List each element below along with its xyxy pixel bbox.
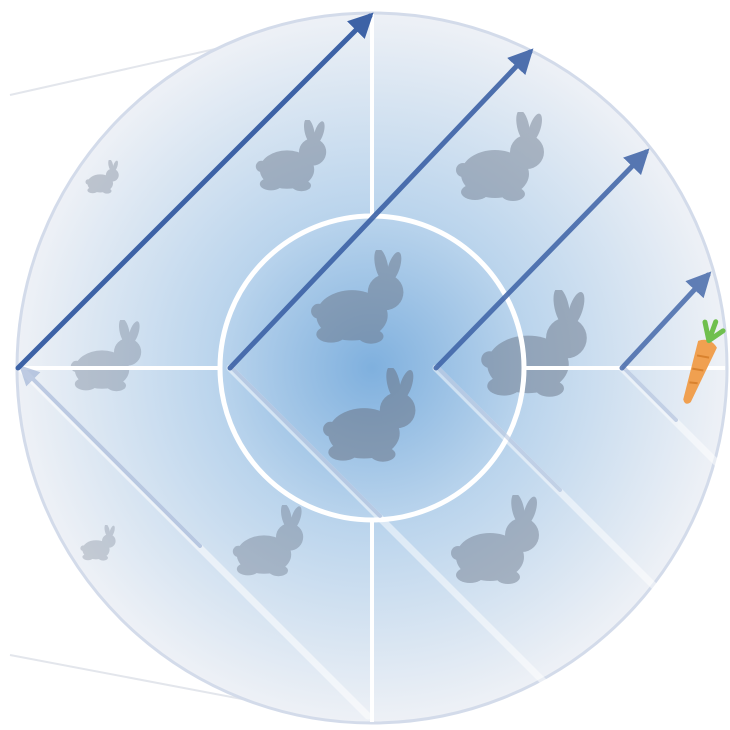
arrow-outer (15, 12, 374, 371)
carrot-icon (683, 319, 726, 404)
faded-arrows (16, 364, 722, 720)
arrow-third (433, 148, 650, 371)
arrows (15, 12, 712, 371)
arrow-inner (619, 271, 712, 371)
arrow-second (227, 48, 534, 371)
